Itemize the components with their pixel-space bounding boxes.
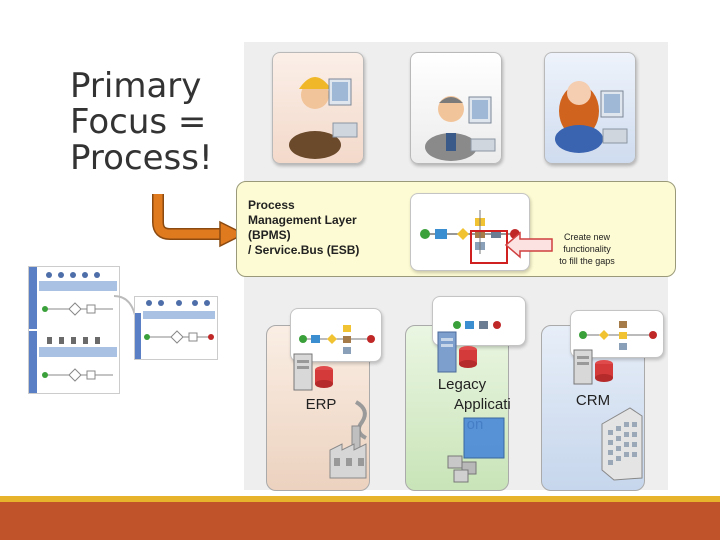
process-flow-icon xyxy=(579,321,657,350)
legacy-blocks-icon xyxy=(447,417,505,483)
create-functionality-note: Create new functionality to fill the gap… xyxy=(546,231,628,267)
bpms-line-3: (BPMS) xyxy=(248,228,291,242)
slide-title: Primary Focus = Process! xyxy=(70,68,240,176)
bpms-line-2: Management Layer xyxy=(248,213,357,227)
erp-server-icon xyxy=(293,353,333,391)
woman-at-computer-icon xyxy=(555,81,628,153)
gap-highlight-box xyxy=(470,230,508,264)
user-card-3 xyxy=(544,52,636,164)
crm-server-icon xyxy=(573,349,613,385)
title-line-3: Process! xyxy=(70,138,213,178)
swimlane-diagram-icon xyxy=(29,267,117,393)
human-system-diagram xyxy=(28,266,120,394)
focus-arrow-icon xyxy=(152,194,246,248)
composite-process-icon xyxy=(135,300,215,359)
composite-diagram xyxy=(134,296,218,360)
worker-at-computer-icon xyxy=(289,77,358,159)
create-line-2: functionality xyxy=(563,244,611,254)
factory-icon xyxy=(329,400,367,479)
legacy-line-2: Applicati xyxy=(454,396,511,413)
bpms-label: Process Management Layer (BPMS) / Servic… xyxy=(248,198,359,258)
create-line-1: Create new xyxy=(563,232,611,242)
callout-arrow-icon xyxy=(504,231,553,259)
businessman-at-computer-icon xyxy=(425,96,496,161)
bpms-line-1: Process xyxy=(248,198,295,212)
process-flow-icon xyxy=(299,325,375,354)
legacy-line-1: Legacy xyxy=(437,376,487,393)
title-line-1: Primary xyxy=(70,66,202,106)
bpms-line-4: / Service.Bus (ESB) xyxy=(248,243,360,257)
legacy-server-icon xyxy=(437,331,477,373)
erp-service-card xyxy=(290,308,382,362)
process-flow-icon xyxy=(420,210,520,254)
footer-band xyxy=(0,502,720,540)
crm-label: CRM xyxy=(575,392,611,409)
accent-bar xyxy=(0,496,720,502)
user-card-2 xyxy=(410,52,502,164)
service-blocks-icon xyxy=(453,321,501,329)
create-line-3: to fill the gaps xyxy=(559,256,615,266)
erp-label: ERP xyxy=(305,396,337,413)
office-building-icon xyxy=(601,407,643,481)
user-card-1 xyxy=(272,52,364,164)
title-line-2: Focus = xyxy=(70,102,207,142)
